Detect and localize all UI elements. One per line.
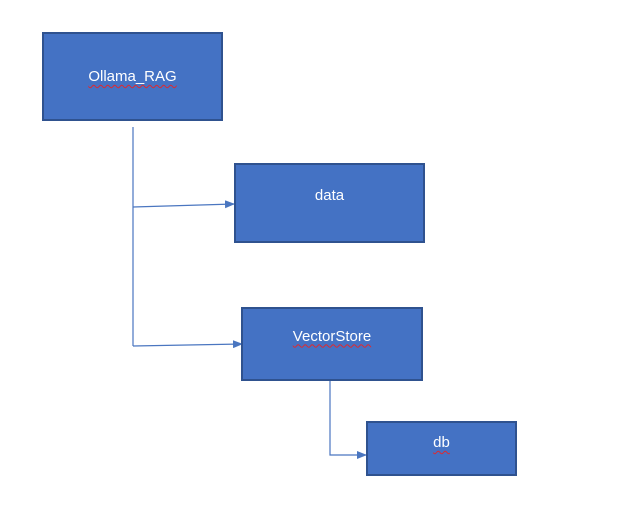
node-data[interactable]: data (234, 163, 425, 243)
node-ollama-rag-label: Ollama_RAG (88, 68, 177, 85)
node-ollama-rag[interactable]: Ollama_RAG (42, 32, 223, 121)
edge-vectorstore-to-db (329, 380, 367, 459)
edge-root-to-vectorstore (132, 340, 243, 349)
node-vectorstore[interactable]: VectorStore (241, 307, 423, 381)
edge-root-to-data (132, 200, 235, 209)
node-db[interactable]: db (366, 421, 517, 476)
node-data-label: data (314, 186, 345, 204)
node-db-label: db (433, 434, 450, 451)
node-vectorstore-label: VectorStore (292, 327, 372, 345)
